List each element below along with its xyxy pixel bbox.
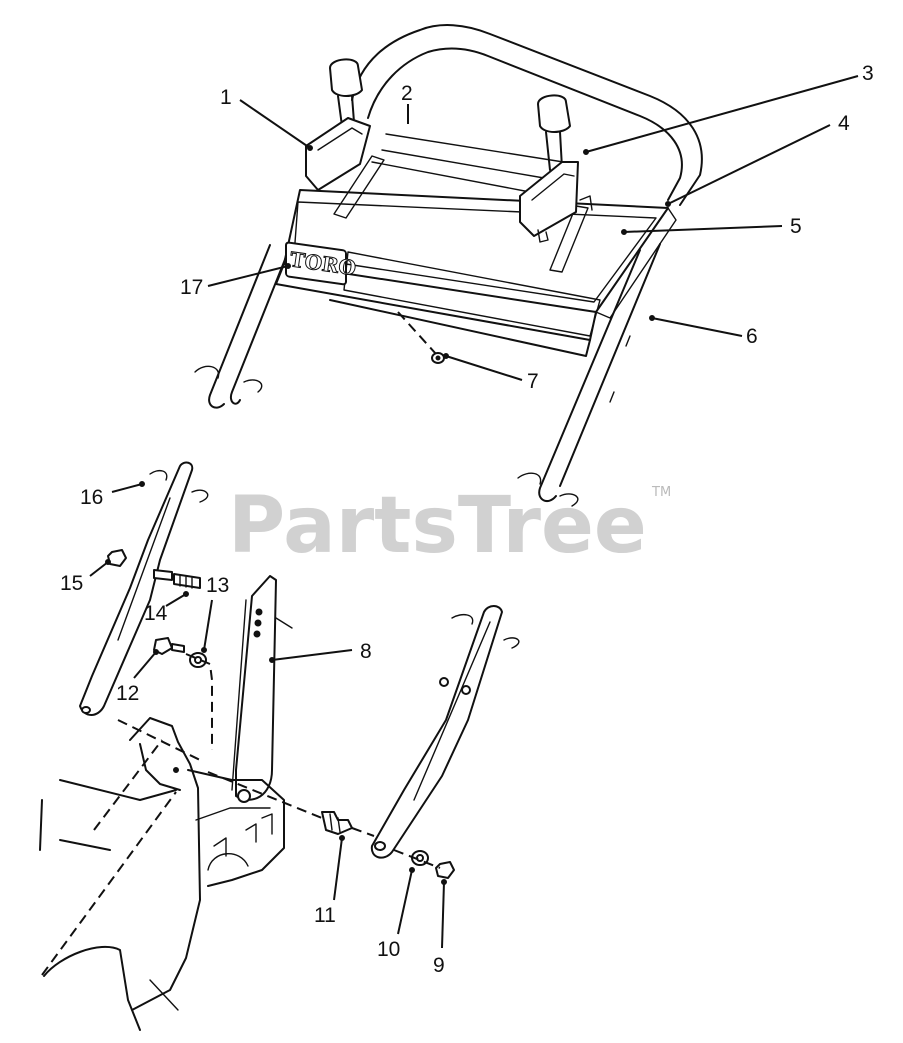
callout-10: 10 <box>377 938 400 961</box>
mower-deck <box>39 717 323 1031</box>
callout-4: 4 <box>838 112 850 135</box>
leader-lines <box>89 75 859 949</box>
callout-2: 2 <box>401 82 413 105</box>
toro-logo: TORO <box>285 241 358 286</box>
lower-handle-right <box>370 605 520 859</box>
callout-1: 1 <box>220 86 232 109</box>
callout-5: 5 <box>790 215 802 238</box>
callout-8: 8 <box>360 640 372 663</box>
callout-16: 16 <box>80 486 103 509</box>
hardware-right <box>321 811 455 879</box>
handle-bracket <box>231 575 293 803</box>
hardware-left <box>107 549 213 761</box>
lower-handle-left <box>79 461 209 716</box>
callout-17: 17 <box>180 276 203 299</box>
panel-nut <box>431 352 445 364</box>
callout-13: 13 <box>206 574 229 597</box>
callout-labels: 1 2 3 4 5 6 7 8 9 10 11 12 13 14 15 16 1… <box>60 62 874 977</box>
callout-6: 6 <box>746 325 758 348</box>
callout-14: 14 <box>144 602 168 625</box>
callout-3: 3 <box>862 62 874 85</box>
callout-11: 11 <box>314 904 336 927</box>
control-lever-left <box>305 58 371 191</box>
leader-dots <box>105 145 671 885</box>
watermark-trademark: TM <box>651 485 671 500</box>
callout-12: 12 <box>116 682 139 705</box>
callout-15: 15 <box>60 572 83 595</box>
callout-9: 9 <box>433 954 445 977</box>
upper-handle <box>194 24 703 507</box>
control-lever-right <box>519 94 579 243</box>
callout-7: 7 <box>527 370 539 393</box>
watermark-text: PartsTree <box>228 481 647 571</box>
